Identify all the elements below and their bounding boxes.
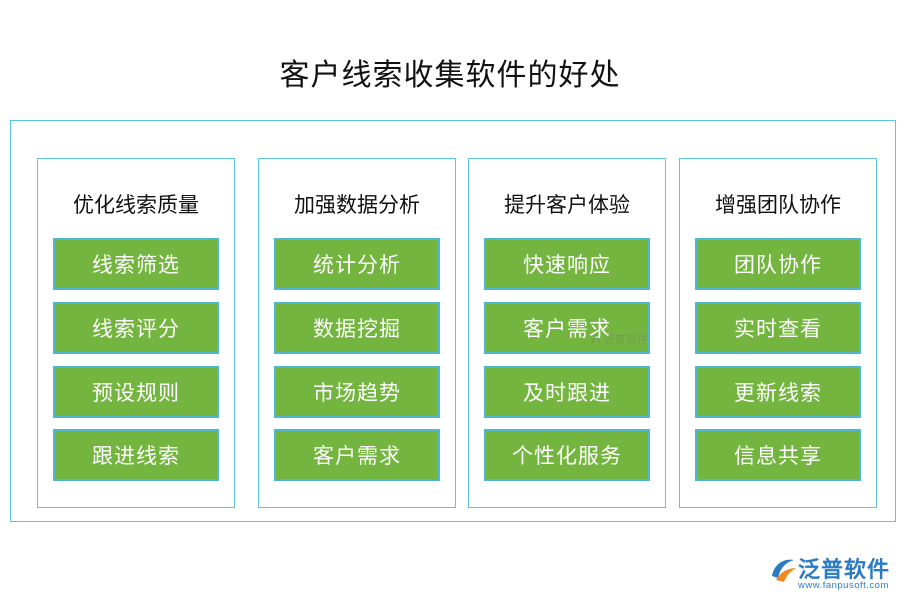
column-heading: 增强团队协作 [715, 193, 841, 217]
benefit-item: 客户需求 [484, 302, 650, 354]
diagram-title: 客户线索收集软件的好处 [279, 58, 621, 93]
watermark-logo-icon [591, 333, 601, 344]
column-improve-customer-experience: 提升客户体验 快速响应 客户需求 及时跟进 个性化服务 [468, 158, 666, 508]
column-heading: 提升客户体验 [504, 193, 630, 217]
benefit-item: 数据挖掘 [274, 302, 440, 354]
benefit-item: 线索筛选 [53, 238, 219, 290]
benefit-item: 实时查看 [695, 302, 861, 354]
benefit-item: 客户需求 [274, 429, 440, 481]
column-optimize-lead-quality: 优化线索质量 线索筛选 线索评分 预设规则 跟进线索 [37, 158, 235, 508]
brand-logo: 泛普软件 www.fanpusoft.com [768, 552, 896, 596]
benefit-item: 市场趋势 [274, 366, 440, 418]
fanpu-logo-icon [772, 559, 796, 582]
benefit-item: 快速响应 [484, 238, 650, 290]
column-strengthen-team-collaboration: 增强团队协作 团队协作 实时查看 更新线索 信息共享 [679, 158, 877, 508]
column-heading: 优化线索质量 [73, 193, 199, 217]
watermark-text: 泛普软件 [604, 333, 648, 346]
watermark: 泛普软件 [590, 331, 648, 347]
benefit-item: 更新线索 [695, 366, 861, 418]
benefit-item: 预设规则 [53, 366, 219, 418]
benefit-item: 线索评分 [53, 302, 219, 354]
benefit-item: 跟进线索 [53, 429, 219, 481]
outer-frame [10, 120, 896, 522]
column-enhance-data-analysis: 加强数据分析 统计分析 数据挖掘 市场趋势 客户需求 [258, 158, 456, 508]
benefit-item: 及时跟进 [484, 366, 650, 418]
benefit-item: 个性化服务 [484, 429, 650, 481]
benefit-item: 团队协作 [695, 238, 861, 290]
benefit-item: 统计分析 [274, 238, 440, 290]
logo-url: www.fanpusoft.com [798, 580, 889, 591]
column-heading: 加强数据分析 [294, 193, 420, 217]
logo-name: 泛普软件 [798, 558, 891, 583]
benefit-item: 信息共享 [695, 429, 861, 481]
